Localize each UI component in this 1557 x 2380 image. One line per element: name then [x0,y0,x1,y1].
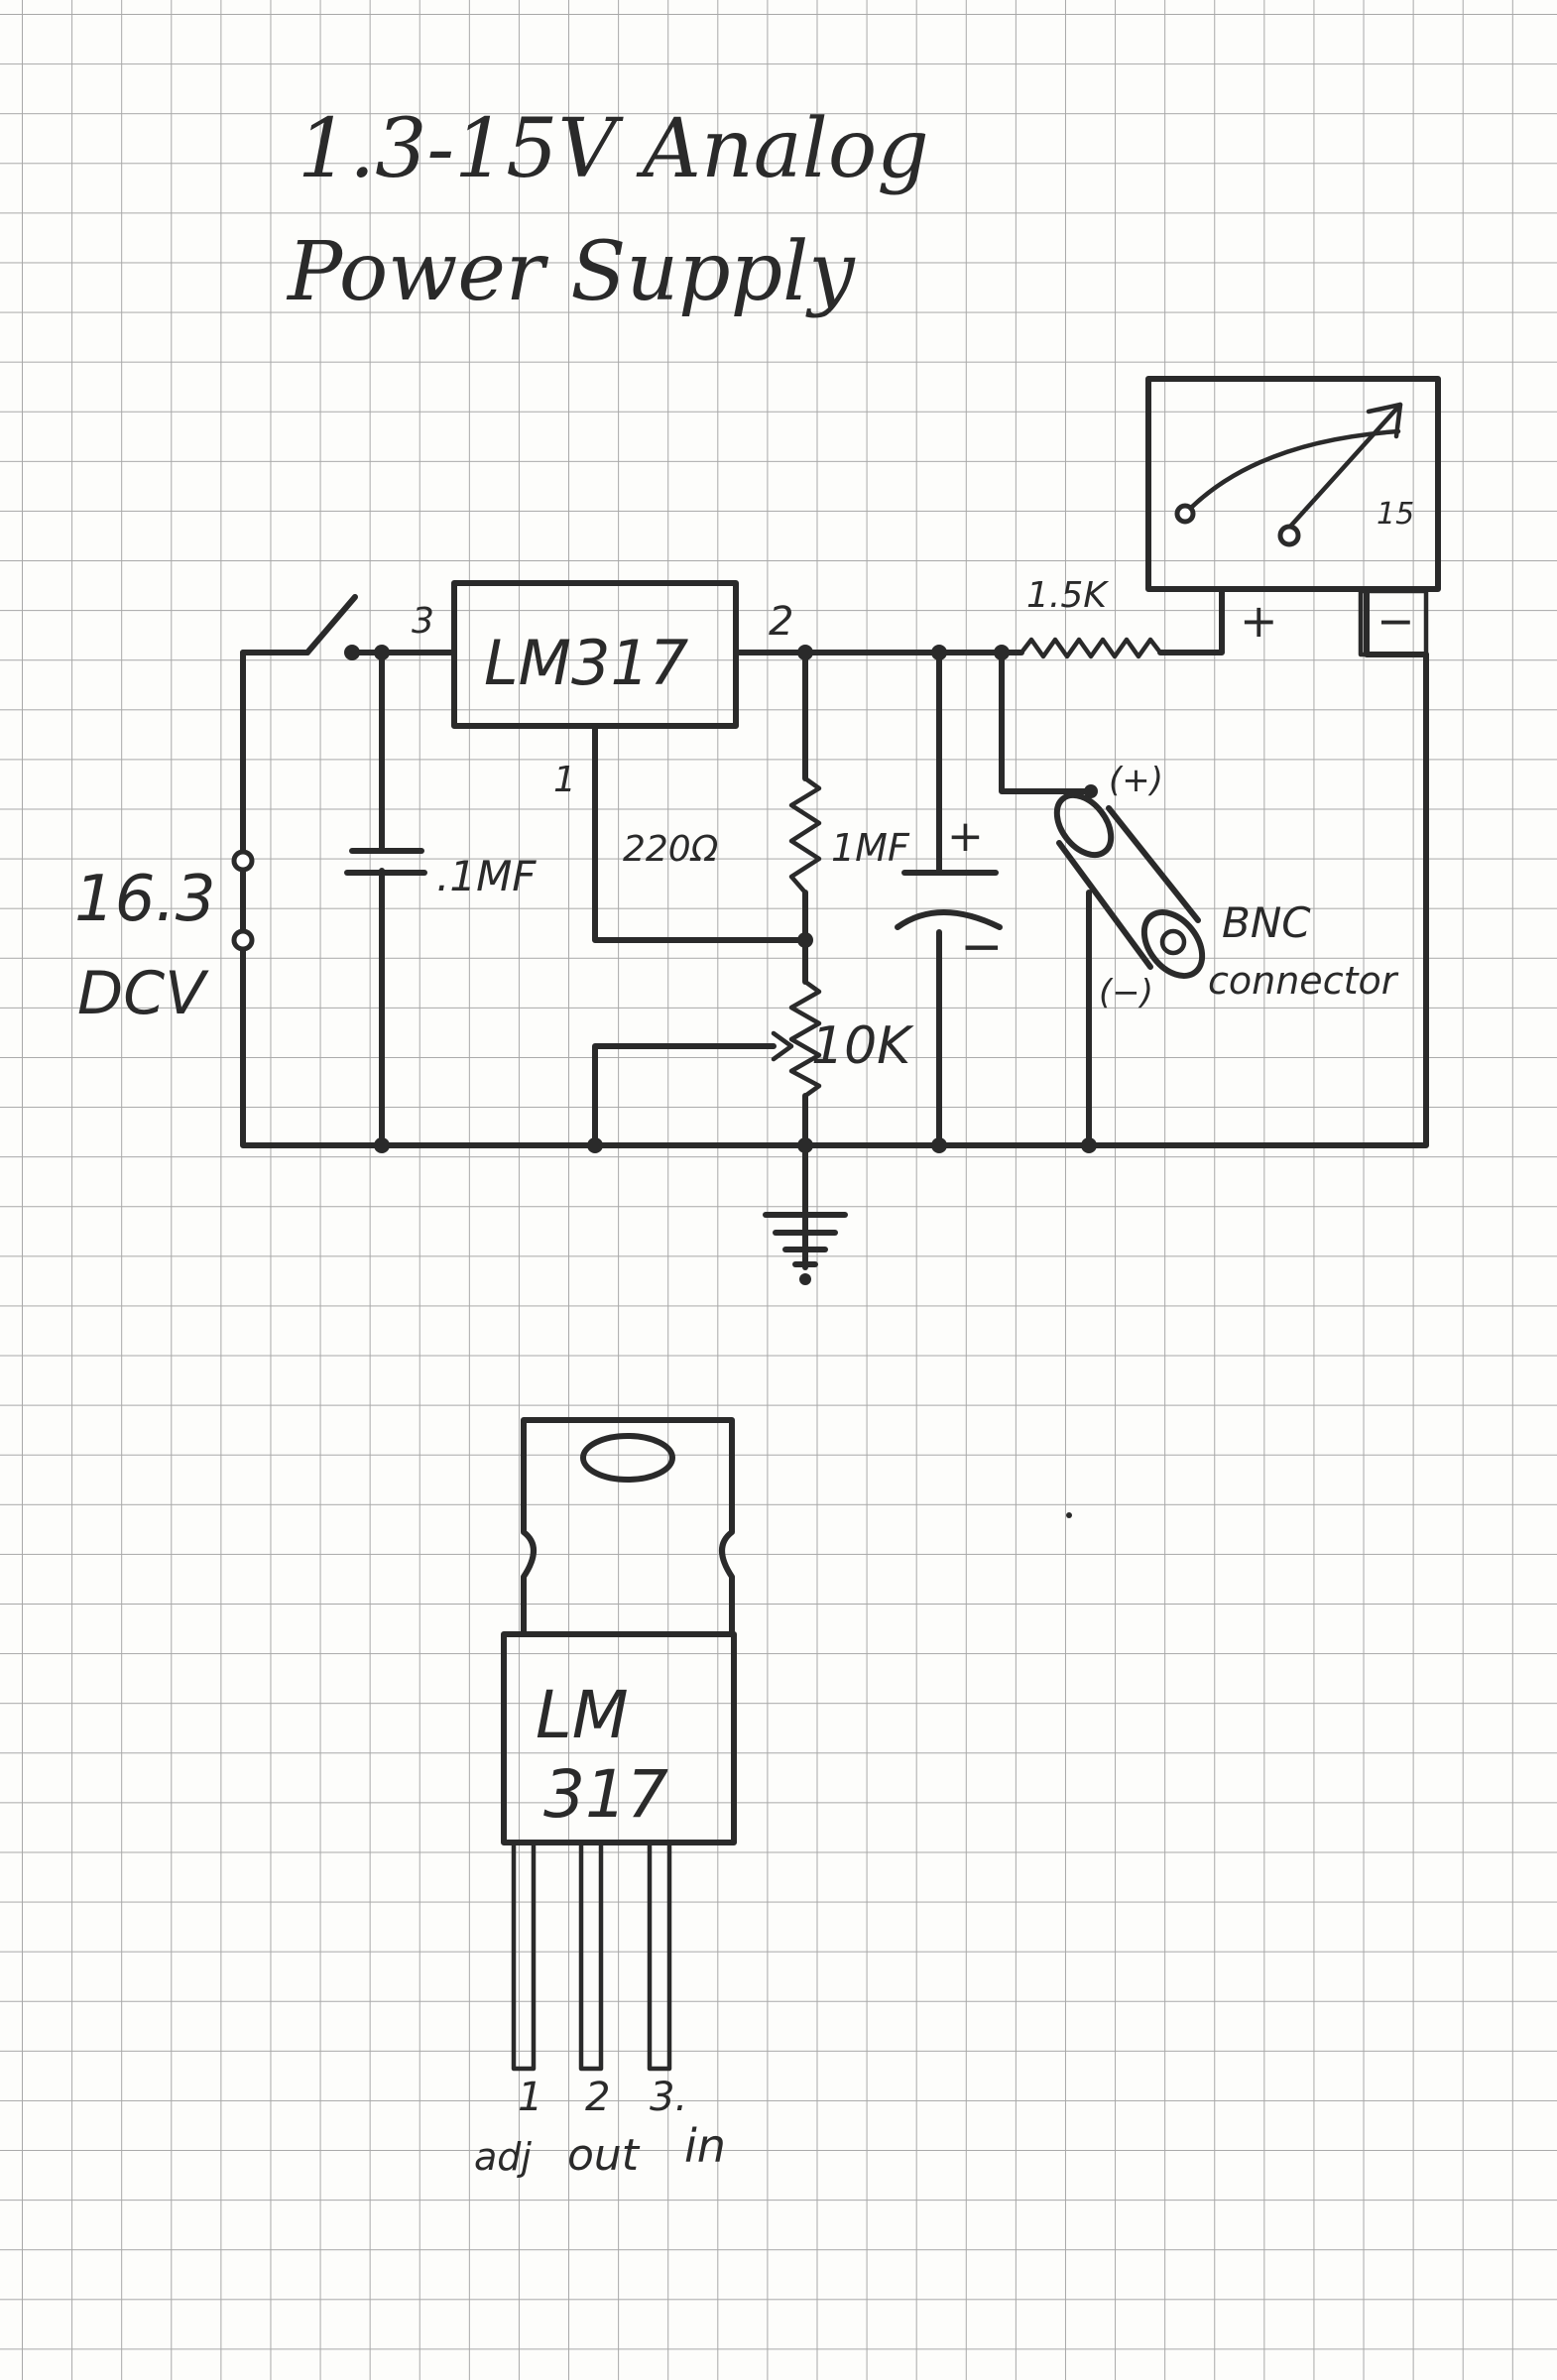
output-cap-minus: − [960,917,1004,977]
bnc-plus-label: (+) [1109,761,1163,800]
package-label-line-1: LM [536,1677,629,1753]
bnc-connector [1053,791,1206,979]
lm317-package-drawing [501,1417,737,2072]
resistor-1-5k [1018,637,1163,659]
bnc-label-line-2: connector [1208,959,1399,1003]
meter-minus-label: − [1377,594,1415,648]
input-cap-label: .1MF [436,852,537,900]
pin-2-function: out [567,2130,641,2181]
junction-dots [374,645,1098,1153]
pin-adj-number: 1 [553,760,576,800]
bnc-minus-label: (−) [1099,973,1153,1012]
input-terminals [231,849,255,985]
title-line-2: Power Supply [286,225,856,319]
regulator-label: LM317 [484,627,688,699]
bnc-plus-wire [999,650,1094,794]
ground-rail-wire [240,650,1429,1148]
title-line-1: 1.3-15V Analog [298,102,929,196]
input-capacitor [344,848,427,876]
lm317-regulator [451,580,739,729]
pin-out-number: 2 [769,599,793,645]
output-capacitor [895,870,1003,930]
pot-label: 10K [811,1016,914,1076]
bnc-label-line-1: BNC [1222,898,1311,947]
meter-plus-label: + [1240,594,1278,648]
pin-3-number: 3. [650,2075,687,2120]
pot-wiper-wire [592,1043,777,1148]
adj-wire [592,723,808,943]
pin-1-function: adj [474,2135,532,2179]
input-voltage-label: 16.3 [74,863,216,936]
output-cap-label: 1MF [831,826,910,870]
analog-voltmeter [1145,376,1441,657]
meter-resistor-label: 1.5K [1026,575,1109,616]
pot-wiper-arrow [771,1030,794,1062]
paper-speck [1066,1512,1072,1518]
pin-2-number: 2 [585,2075,610,2120]
output-cap-plus: + [947,811,984,862]
pin-1-number: 1 [518,2075,542,2120]
package-label-line-2: 317 [543,1756,668,1833]
r1-label: 220Ω [623,829,719,870]
input-unit-label: DCV [77,959,209,1028]
resistor-220 [788,775,822,895]
ground-symbol [763,1212,848,1285]
pin-3-function: in [684,2119,726,2173]
pin-in-number: 3 [412,601,434,642]
meter-plus-wire [1157,587,1225,655]
power-switch [304,594,360,660]
meter-scale-max: 15 [1377,497,1414,532]
potentiometer-10k [788,979,822,1099]
